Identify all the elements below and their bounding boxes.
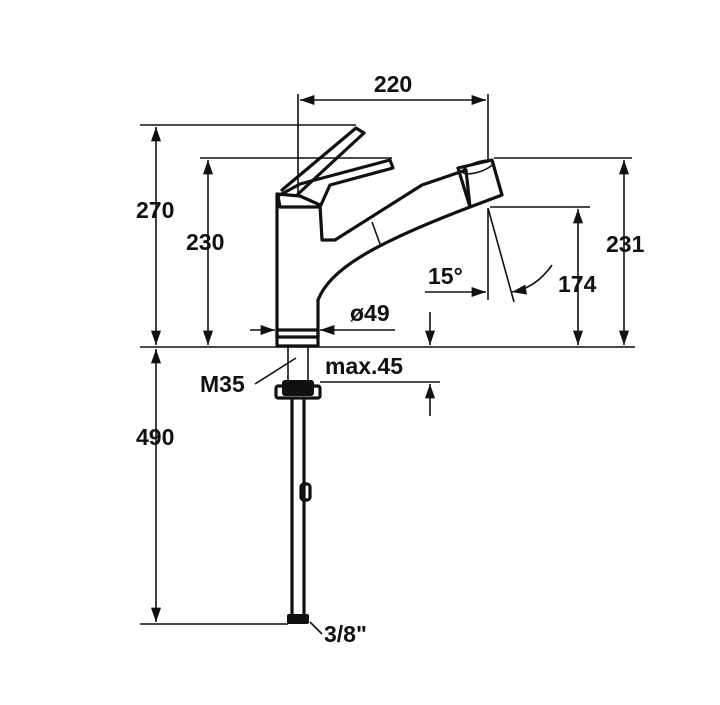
angle-15: 15° bbox=[425, 207, 553, 303]
dimension-231: 231 bbox=[494, 157, 645, 345]
label-diameter-49: ø49 bbox=[350, 300, 390, 326]
label-15-degrees: 15° bbox=[428, 263, 463, 289]
label-231: 231 bbox=[606, 231, 645, 257]
label-m35: M35 bbox=[200, 371, 245, 397]
mounting-assembly bbox=[274, 347, 322, 624]
connection-3-8: 3/8" bbox=[309, 621, 367, 647]
dimension-max-45: max.45 bbox=[320, 312, 440, 416]
label-3-8-inch: 3/8" bbox=[324, 621, 367, 647]
dimension-220: 220 bbox=[297, 71, 489, 195]
label-490: 490 bbox=[136, 424, 174, 450]
dimension-270: 270 bbox=[136, 124, 356, 345]
faucet-body bbox=[275, 126, 504, 348]
thread-m35: M35 bbox=[200, 357, 297, 397]
label-max-45: max.45 bbox=[325, 353, 403, 379]
dimension-174: 174 bbox=[490, 206, 597, 345]
dimension-230: 230 bbox=[186, 157, 392, 345]
dimension-diameter-49: ø49 bbox=[250, 300, 395, 336]
label-174: 174 bbox=[558, 271, 597, 297]
dimension-490: 490 bbox=[136, 349, 288, 625]
label-220: 220 bbox=[374, 71, 412, 97]
label-230: 230 bbox=[186, 229, 224, 255]
label-270: 270 bbox=[136, 197, 174, 223]
